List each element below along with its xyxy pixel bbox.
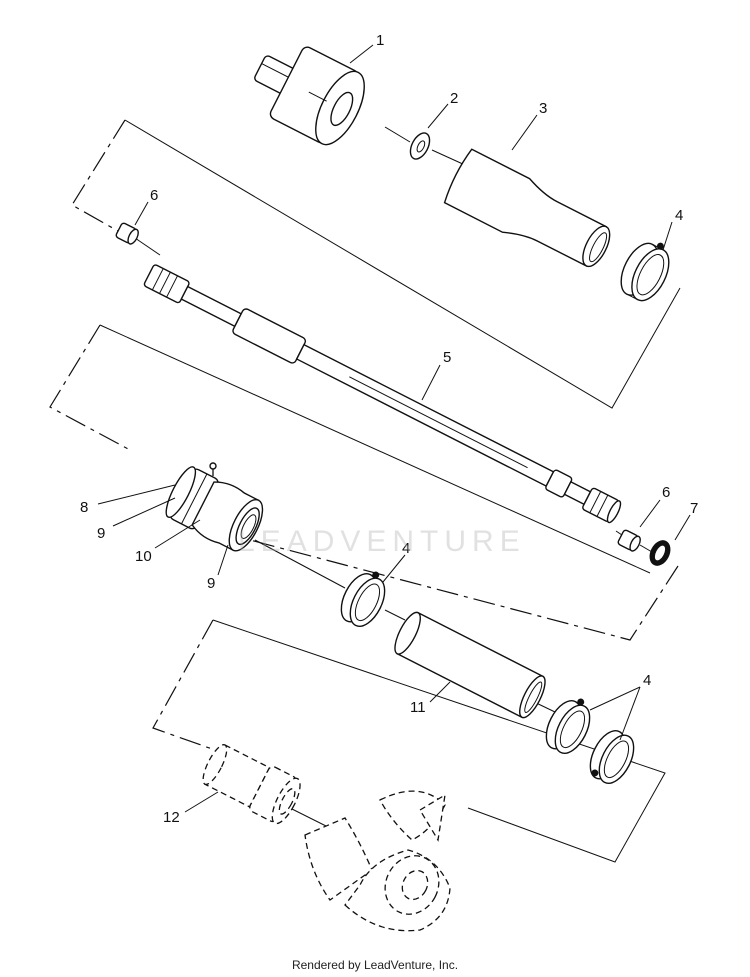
callout-3: 3: [539, 100, 547, 117]
part-11-tube: [394, 611, 546, 719]
callout-7: 7: [690, 500, 698, 517]
callout-2: 2: [450, 90, 458, 107]
part-6-pin-lower: [617, 529, 641, 552]
part-5-drive-shaft: [143, 264, 622, 524]
axis-line-10-4: [254, 539, 346, 589]
callout-11: 11: [410, 699, 426, 716]
part-4-clamp-lower-left: [545, 698, 591, 754]
callout-8: 8: [80, 499, 88, 516]
axis-line-6-shaft: [134, 237, 161, 256]
part-7-o-ring: [649, 540, 671, 566]
part-1-coupler: [254, 46, 365, 146]
guide-line-upper-right: [124, 119, 681, 409]
watermark-text: LEADVENTURE: [238, 525, 526, 558]
callout-5: 5: [443, 349, 451, 366]
callout-4-lower: 4: [643, 672, 651, 689]
axis-line-7-guide: [639, 544, 653, 553]
callout-12: 12: [163, 809, 180, 826]
guide-line-middle-right: [99, 324, 651, 574]
auger-reference: [304, 790, 451, 932]
guide-line-lower: [152, 619, 216, 751]
part-12-auger-hub: [202, 744, 301, 825]
footer-credit: Rendered by LeadVenture, Inc.: [291, 958, 459, 972]
part-8-screw: [209, 462, 217, 476]
part-3-boot: [443, 148, 611, 268]
part-4-clamp-upper: [620, 242, 670, 302]
axis-line-12-auger: [289, 807, 331, 829]
callout-9-right: 9: [207, 575, 215, 592]
callout-4-upper: 4: [675, 207, 683, 224]
part-10-bearing-housing: [165, 466, 264, 552]
part-2-washer: [409, 132, 431, 160]
part-4-clamp-middle: [340, 571, 386, 627]
callout-9-left: 9: [97, 525, 105, 542]
guide-line-upper: [71, 119, 126, 236]
callout-6-upper: 6: [150, 187, 158, 204]
axis-line-2-3: [431, 149, 466, 166]
callout-6-lower: 6: [662, 484, 670, 501]
leader-lines: [97, 44, 691, 813]
callout-10: 10: [135, 548, 152, 565]
part-6-pin-upper: [115, 222, 139, 245]
guide-line-lower-right: [212, 619, 666, 863]
part-4-clamp-lower-right: [589, 730, 635, 784]
callout-labels: 1 2 3 4 5 6 6 7 8 9 10 9 4 11 4 12: [80, 32, 698, 826]
axis-line-4-11: [384, 609, 406, 621]
callout-1: 1: [376, 32, 384, 49]
axis-line-1-2: [384, 126, 411, 143]
callout-4-middle: 4: [402, 540, 410, 557]
guide-line-middle: [49, 324, 131, 451]
